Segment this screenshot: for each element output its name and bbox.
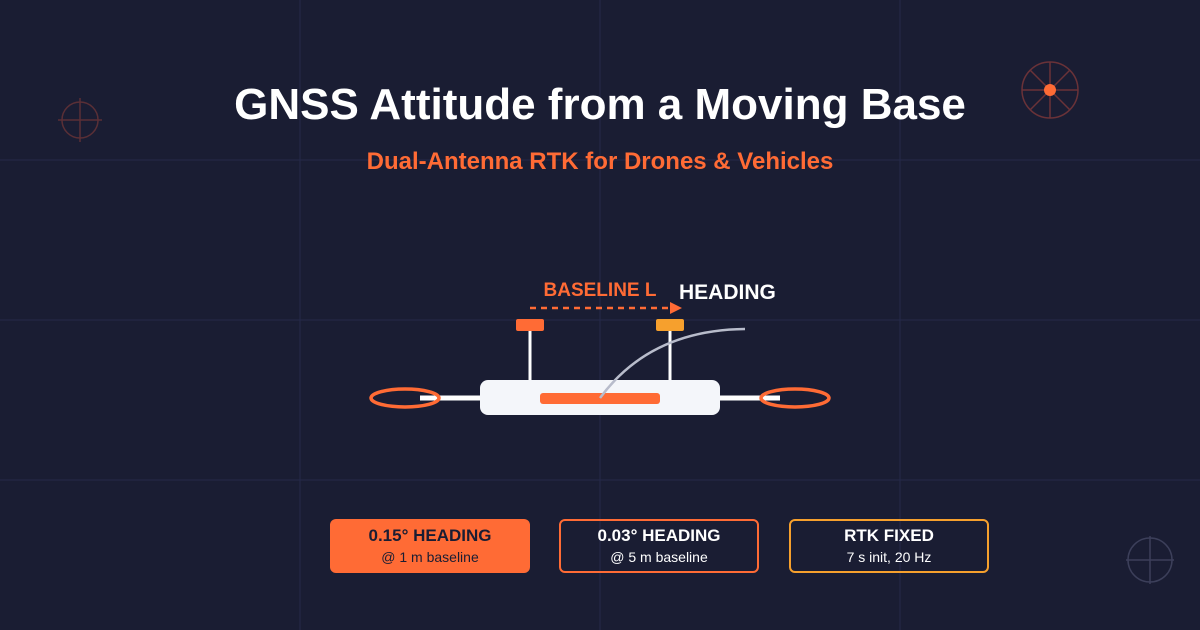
baseline-label: BASELINE L	[544, 280, 657, 301]
crosshair-icon	[58, 98, 102, 142]
arrowhead-icon	[670, 302, 682, 314]
page-title: GNSS Attitude from a Moving Base	[234, 80, 966, 129]
stat-card-rtk-fixed: RTK FIXED 7 s init, 20 Hz	[789, 519, 989, 573]
page-subtitle: Dual-Antenna RTK for Drones & Vehicles	[366, 148, 834, 175]
body-stripe	[540, 393, 660, 404]
target-icon	[1021, 61, 1079, 119]
stat-value: 0.03° HEADING	[597, 526, 721, 545]
left-rotor	[369, 387, 441, 409]
vehicle-diagram: BASELINE L HEADING	[369, 280, 831, 415]
stat-card-heading-1m: 0.15° HEADING @ 1 m baseline	[330, 519, 530, 573]
crosshair-icon	[1126, 536, 1174, 584]
stat-card-heading-5m: 0.03° HEADING @ 5 m baseline	[559, 519, 759, 573]
heading-arc	[598, 327, 746, 399]
stat-note: @ 1 m baseline	[381, 549, 479, 565]
right-rotor	[759, 387, 831, 409]
antenna-right	[656, 319, 684, 331]
stat-value: 0.15° HEADING	[368, 526, 492, 545]
stat-note: @ 5 m baseline	[610, 549, 708, 565]
stat-note: 7 s init, 20 Hz	[846, 549, 932, 565]
antenna-left	[516, 319, 544, 331]
stat-value: RTK FIXED	[844, 526, 934, 545]
heading-label: HEADING	[679, 281, 776, 304]
